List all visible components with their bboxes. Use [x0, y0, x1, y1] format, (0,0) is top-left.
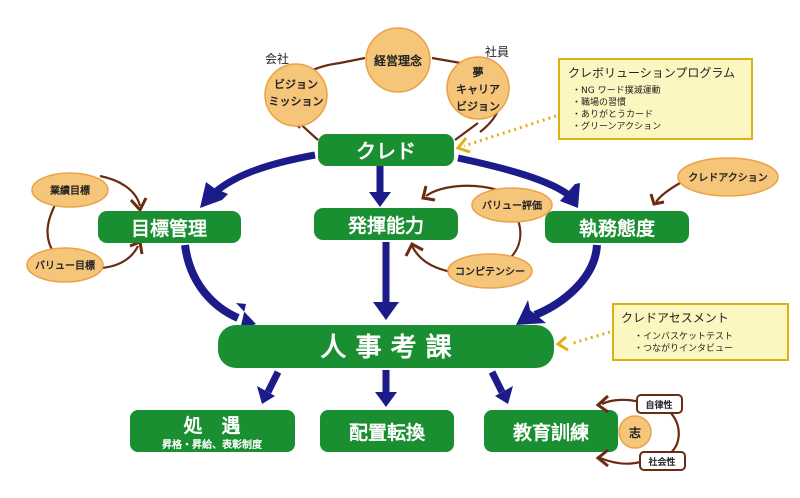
- arrow-head: [495, 386, 513, 404]
- revolution-program-box: クレボリューションプログラム ・NG ワード撲滅運動 ・職場の習慣 ・ありがとう…: [558, 58, 753, 140]
- svg-text:志: 志: [629, 425, 641, 440]
- credo-assessment-box: クレドアセスメント ・インバスケットテスト ・つながりインタビュー: [612, 303, 789, 361]
- svg-text:ビジョン: ビジョン: [456, 99, 500, 113]
- dotted-pointer-hr: [569, 330, 611, 346]
- arrow-comp-to-competency: [411, 245, 453, 274]
- arrow-credoaction-to-attitude: [655, 182, 681, 203]
- hr-evaluation-box: 人 事 考 課: [218, 325, 554, 368]
- placement-box: 配置転換: [320, 410, 454, 452]
- svg-text:夢: 夢: [473, 65, 484, 79]
- svg-text:クレボリューションプログラム: クレボリューションプログラム: [568, 66, 735, 80]
- svg-text:クレドアクション: クレドアクション: [688, 172, 768, 184]
- arrow-head: [560, 183, 580, 208]
- svg-text:ビジョン: ビジョン: [274, 77, 318, 91]
- svg-text:コンピテンシー: コンピテンシー: [455, 266, 525, 278]
- svg-text:配置転換: 配置転換: [349, 421, 426, 444]
- arrow-head: [200, 182, 228, 208]
- svg-text:・つながりインタビュー: ・つながりインタビュー: [634, 342, 733, 354]
- arrow-head: [649, 193, 665, 206]
- svg-text:・ありがとうカード: ・ありがとうカード: [572, 108, 653, 120]
- arrow-head: [516, 300, 546, 325]
- company-label: 会社: [265, 51, 289, 66]
- svg-text:経営理念: 経営理念: [374, 53, 422, 68]
- training-box: 教育訓練: [484, 410, 618, 452]
- arrow-head: [375, 392, 397, 407]
- svg-text:自律性: 自律性: [645, 399, 672, 411]
- svg-text:業績目標: 業績目標: [49, 184, 90, 197]
- svg-text:発揮能力: 発揮能力: [347, 214, 424, 237]
- top-arc-right-link: [454, 122, 479, 141]
- arrow-autonomy-to-training: [601, 398, 641, 406]
- oval-competency: コンピテンシー: [447, 253, 533, 289]
- svg-text:ミッション: ミッション: [269, 95, 324, 108]
- arrow-head: [595, 448, 609, 468]
- oval-value-goal: バリュー目標: [26, 247, 104, 283]
- svg-text:バリュー評価: バリュー評価: [482, 199, 542, 212]
- oval-performance-goal: 業績目標: [31, 172, 109, 208]
- svg-text:処 遇: 処 遇: [183, 414, 240, 437]
- svg-text:・NG ワード撲滅運動: ・NG ワード撲滅運動: [572, 84, 661, 96]
- dotted-pointer-head: [455, 137, 471, 154]
- arrow-attitude-to-hr: [533, 244, 601, 319]
- arrow-sociality-to-training: [599, 456, 641, 465]
- arrow-head: [421, 185, 436, 202]
- loop-training: [667, 411, 680, 456]
- circle-vision-mission: ビジョン ミッション: [264, 63, 328, 127]
- svg-text:目標管理: 目標管理: [131, 217, 207, 240]
- arrow-value-to-goal: [101, 245, 139, 270]
- goal-management-box: 目標管理: [98, 211, 241, 243]
- svg-text:・グリーンアクション: ・グリーンアクション: [572, 120, 661, 132]
- arrow-valueeval-to-competency: [425, 184, 499, 197]
- dotted-pointer-head: [555, 335, 569, 352]
- svg-text:キャリア: キャリア: [456, 83, 500, 96]
- competency-box: 発揮能力: [314, 208, 458, 240]
- svg-text:昇格・昇給、表彰制度: 昇格・昇給、表彰制度: [162, 438, 263, 451]
- circle-dream-career: 夢 キャリア ビジョン: [446, 56, 510, 120]
- circle-philosophy: 経営理念: [365, 27, 431, 93]
- arrow-credo-to-goal: [209, 151, 316, 198]
- arrow-credo-to-attitude: [457, 154, 573, 199]
- attitude-box: 執務態度: [545, 211, 689, 243]
- svg-text:教育訓練: 教育訓練: [513, 421, 589, 444]
- arrow-head: [129, 197, 148, 213]
- svg-text:・インバスケットテスト: ・インバスケットテスト: [634, 331, 733, 342]
- tag-sociality: 社会性: [639, 451, 686, 471]
- svg-text:・職場の習慣: ・職場の習慣: [572, 96, 626, 108]
- svg-text:人 事 考 課: 人 事 考 課: [320, 332, 452, 363]
- arrow-perf-to-goal: [99, 174, 142, 207]
- arrow-hr-to-treatment: [264, 370, 282, 394]
- arrow-head: [257, 386, 275, 404]
- arrow-head: [369, 192, 391, 207]
- credo-box: クレド: [318, 134, 454, 166]
- arrow-head: [373, 302, 399, 320]
- arrow-hr-to-training: [488, 370, 506, 394]
- employee-label: 社員: [485, 44, 509, 59]
- svg-text:クレド: クレド: [356, 139, 416, 163]
- arrow-head: [595, 394, 610, 414]
- treatment-box: 処 遇 昇格・昇給、表彰制度: [130, 410, 295, 452]
- oval-value-evaluation: バリュー評価: [471, 187, 553, 223]
- svg-text:バリュー目標: バリュー目標: [35, 259, 95, 272]
- circle-aspiration: 志: [618, 415, 652, 449]
- dotted-pointer-credo: [463, 114, 557, 148]
- svg-text:執務態度: 執務態度: [579, 217, 656, 240]
- tag-autonomy: 自律性: [636, 394, 683, 414]
- arrow-head: [404, 241, 424, 257]
- arrow-head: [236, 303, 256, 330]
- loop-left: [46, 204, 56, 256]
- svg-text:クレドアセスメント: クレドアセスメント: [621, 311, 729, 325]
- oval-credo-action: クレドアクション: [677, 157, 779, 197]
- arrow-goal-to-hr: [181, 244, 240, 322]
- svg-text:社会性: 社会性: [647, 456, 675, 468]
